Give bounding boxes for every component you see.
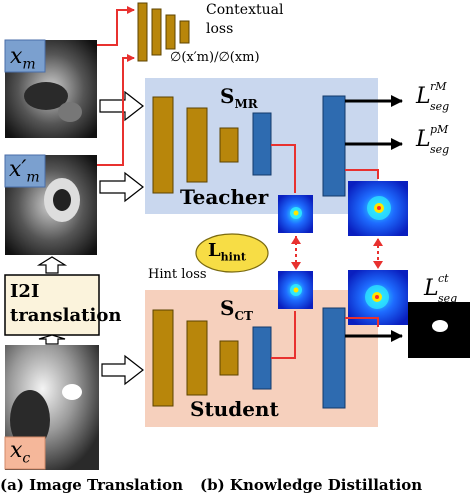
arrow-xc-to-student [101,354,144,386]
hint-loss-symbol: Lhint [208,240,246,264]
loss-pm-sup: pM [430,123,449,136]
loss-rm-sub: seg [430,100,450,113]
hint-loss-label: Hint loss [148,267,207,282]
teacher-feature-map-1 [278,195,313,233]
hint-arrow-down-2 [373,261,383,269]
contextual-loss-formula: ∅(x′m)/∅(xm) [170,50,260,65]
i2i-label-line1: I2I [10,281,40,302]
red-line-xmprime-contextual [97,54,135,166]
contextual-loss-line2: loss [206,21,234,37]
student-network [152,307,346,409]
xm-prime-label: x′m [9,157,40,186]
hint-arrow-down-1 [291,262,301,270]
caption-knowledge-distillation: (b) Knowledge Distillation [200,476,423,494]
up-arrow-ct-to-i2i [38,334,66,345]
xc-label-box [4,436,46,470]
ct-image-xc [5,345,99,470]
student-feature-map-1 [278,271,313,309]
student-label: Student [190,397,279,421]
teacher-label: Teacher [180,185,269,209]
arrow-xmprime-to-teacher [99,171,144,203]
hint-arrow-up-1 [291,236,301,244]
loss-ct-sup: ct [438,272,449,285]
xm-label-sub: m [22,56,36,73]
red-line-teacher-to-map1 [271,144,296,193]
hint-loss-symbol-sub: hint [220,250,246,264]
hint-loss-ellipse [195,233,269,273]
red-line-xm-contextual [97,6,135,46]
contextual-loss-line1: Contextual [206,2,284,18]
xm-label-box [4,39,46,73]
mr-image-xm-prime [5,155,97,255]
student-feature-map-2 [348,270,408,325]
caption-image-translation: (a) Image Translation [0,476,183,494]
teacher-model-label: SMR [220,84,258,111]
student-model-label-sub: CT [234,309,253,323]
red-line-student-to-map1 [271,311,296,359]
arrow-xm-to-teacher [99,90,144,122]
i2i-translation-box [4,274,100,336]
teacher-feature-map-2 [348,181,408,236]
xm-prime-label-box [4,154,46,188]
contextual-network [137,2,190,62]
loss-rm-sup: rM [430,80,447,93]
loss-ct-sub: seg [438,292,458,305]
xm-prime-label-sub: m [26,169,40,186]
red-line-teacher-to-map2 [345,169,379,179]
hint-arrow-up-2 [373,238,383,246]
teacher-network [152,95,346,197]
loss-pm-sub: seg [430,143,450,156]
teacher-model-label-sub: MR [234,97,258,111]
up-arrow-i2i-to-xmprime [36,256,68,274]
red-line-student-to-map2 [345,317,379,327]
segmentation-output [408,302,470,358]
xm-label: xm [10,44,36,73]
xc-label-sub: c [22,450,31,467]
student-model-label: SCT [220,296,253,323]
i2i-label-line2: translation [10,305,122,326]
xc-label: xc [10,438,31,467]
